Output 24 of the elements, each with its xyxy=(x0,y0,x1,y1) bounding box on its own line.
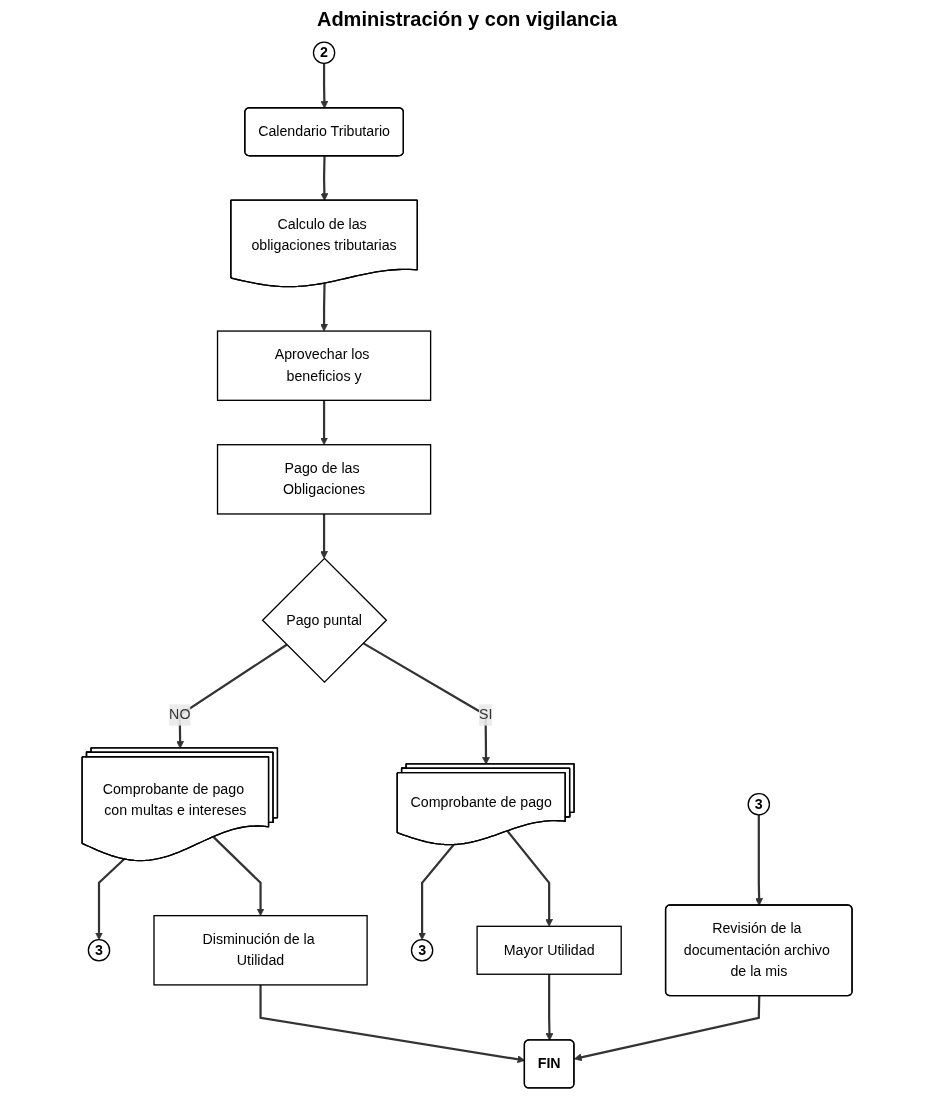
node-diamond: Pago puntal xyxy=(261,557,388,684)
arrow xyxy=(418,844,455,940)
arrow xyxy=(545,974,554,1041)
arrow xyxy=(320,63,329,109)
arrow xyxy=(320,400,328,446)
node-box: Aprovechar los beneficios y xyxy=(216,330,432,401)
edge-label: SI xyxy=(478,707,493,723)
node-circle: 3 xyxy=(747,792,770,816)
arrow xyxy=(212,836,265,916)
arrow xyxy=(320,156,329,201)
arrow xyxy=(95,858,125,940)
arrow xyxy=(755,814,763,906)
node-circle: 2 xyxy=(312,41,336,65)
node-circle: 3 xyxy=(87,939,111,962)
node-box: Pago de las Obligaciones xyxy=(216,444,432,515)
arrow xyxy=(320,513,328,559)
arrow xyxy=(506,830,553,927)
node-box: Mayor Utilidad xyxy=(476,925,622,975)
diagram-title: Administración y con vigilancia xyxy=(315,8,619,31)
node-circle: 3 xyxy=(410,939,434,962)
arrow xyxy=(320,283,328,332)
node-box: Disminución de la Utilidad xyxy=(153,915,368,986)
edge-label: NO xyxy=(169,707,191,723)
arrow xyxy=(573,995,761,1062)
